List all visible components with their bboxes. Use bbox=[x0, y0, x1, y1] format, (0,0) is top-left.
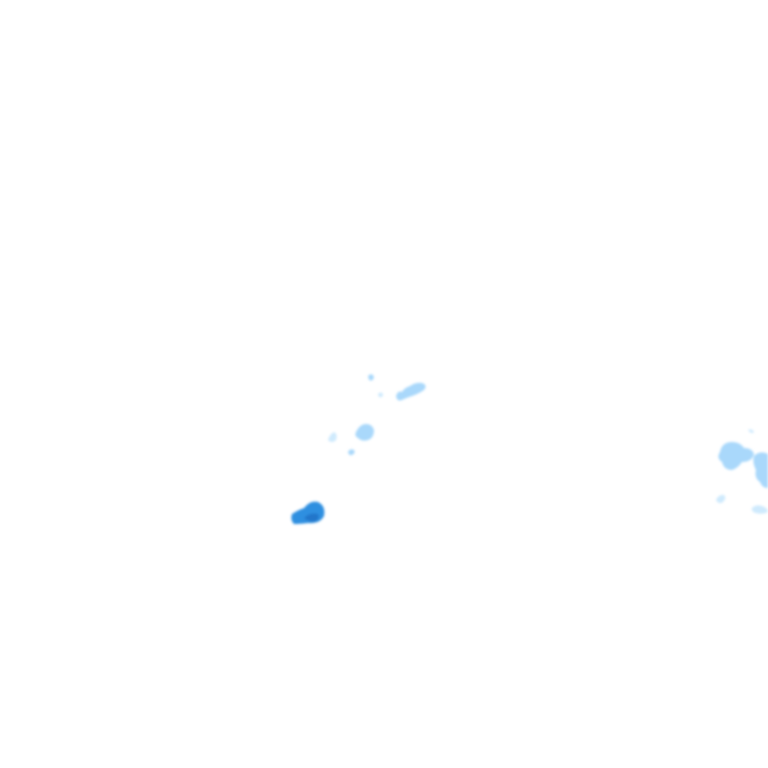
precipitation-echo-a bbox=[368, 374, 374, 381]
precipitation-echo-core bbox=[304, 513, 319, 522]
precipitation-echo-g bbox=[716, 494, 726, 504]
precipitation-echo-l bbox=[748, 429, 754, 434]
precipitation-echo-c bbox=[396, 382, 426, 401]
precipitation-echo-f bbox=[348, 449, 355, 456]
precipitation-echo-e bbox=[328, 432, 337, 442]
precipitation-echo-j bbox=[718, 442, 754, 470]
precipitation-echo-d bbox=[355, 424, 374, 441]
precipitation-echo-b bbox=[378, 392, 383, 398]
precipitation-echo-k bbox=[753, 452, 768, 488]
precipitation-echo-h bbox=[751, 505, 768, 514]
precipitation-layer bbox=[291, 374, 768, 524]
